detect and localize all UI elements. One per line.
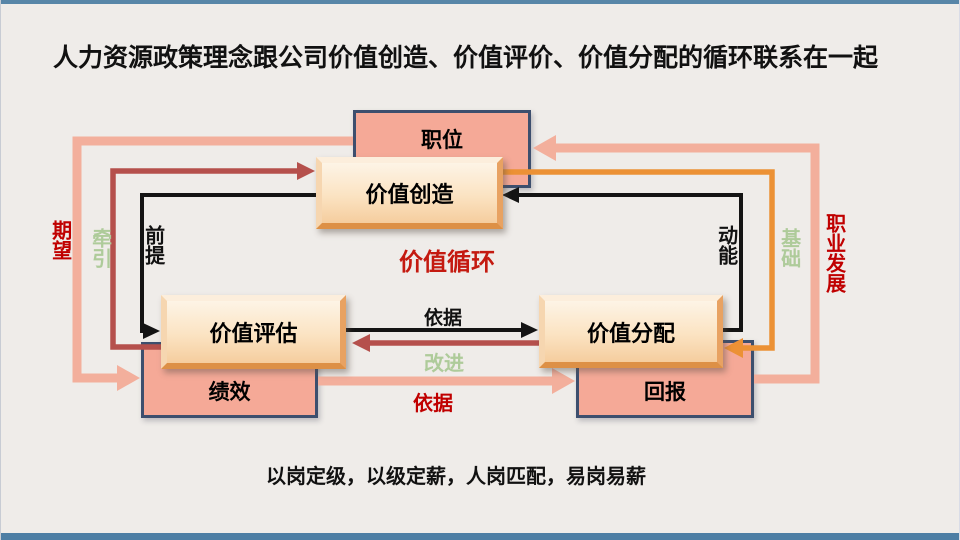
- box-reward-label: 回报: [644, 380, 686, 404]
- arrow-foundation: [501, 169, 775, 358]
- arrow-improvement: [352, 334, 539, 352]
- box-value-creation-label: 价值创造: [365, 183, 454, 208]
- label-foundation: 基础: [777, 228, 802, 268]
- box-position-label: 职位: [421, 128, 463, 152]
- box-value-evaluation-label: 价值评估: [209, 322, 298, 347]
- top-border-bar: [1, 0, 959, 4]
- label-kinetic-energy: 动能: [714, 225, 739, 265]
- label-value-cycle: 价值循环: [399, 248, 495, 276]
- slide-title: 人力资源政策理念跟公司价值创造、价值评价、价值分配的循环联系在一起: [53, 43, 879, 72]
- label-career-development: 职业发展: [822, 213, 847, 293]
- arrow-basis-bottom: [318, 368, 575, 394]
- bottom-border-bar: [1, 533, 959, 540]
- label-basis-bottom: 依据: [413, 391, 453, 415]
- arrow-premise: [140, 193, 319, 339]
- box-value-creation: 价值创造: [316, 157, 503, 229]
- arrow-traction: [110, 162, 315, 350]
- label-expectation: 期望: [48, 220, 73, 260]
- arrow-career-development: [533, 135, 820, 384]
- label-premise: 前提: [141, 225, 166, 265]
- label-traction: 牵引: [88, 228, 113, 268]
- box-value-evaluation: 价值评估: [161, 295, 346, 369]
- box-value-distribution: 价值分配: [539, 295, 723, 368]
- arrow-expectation: [72, 136, 353, 391]
- arrow-kinetic-energy: [502, 187, 743, 332]
- label-basis-mid: 依据: [424, 307, 463, 329]
- caption: 以岗定级，以级定薪，人岗匹配，易岗易薪: [266, 464, 646, 488]
- box-performance-label: 绩效: [208, 380, 251, 404]
- label-improvement: 改进: [424, 351, 464, 375]
- box-value-distribution-label: 价值分配: [586, 321, 675, 347]
- arrow-basis-mid: [346, 322, 538, 338]
